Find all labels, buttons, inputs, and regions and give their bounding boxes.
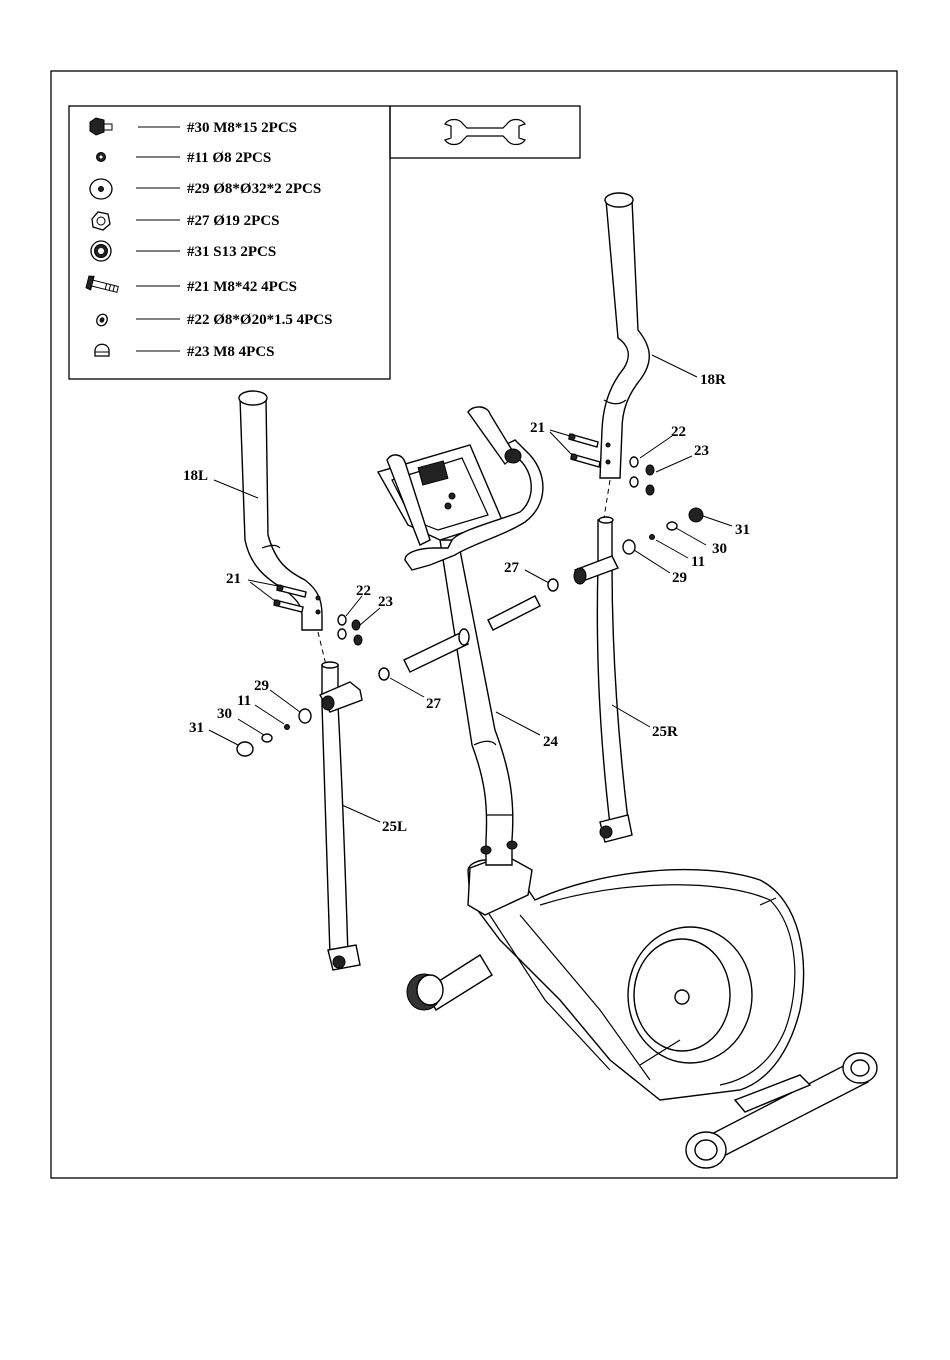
label-27-left: 27 [426,696,442,712]
label-21-right: 21 [530,420,545,436]
long-bolt-icon [86,275,119,296]
hardware-row-21: #21 M8*42 4PCS [86,275,297,296]
label-18R: 18R [700,372,726,388]
label-11-right: 11 [691,554,705,570]
label-22-left: 22 [356,583,371,599]
hardware-row-30: #30 M8*15 2PCS [90,118,297,136]
acorn-nut-icon [95,344,109,356]
right-hardware-cluster [548,434,703,591]
part-25R-lower-arm [574,517,632,842]
label-31-right: 31 [735,522,750,538]
label-27-right: 27 [504,560,520,576]
hardware-text-27: #27 Ø19 2PCS [187,213,280,229]
hardware-row-29: #29 Ø8*Ø32*2 2PCS [90,179,321,199]
hardware-text-22: #22 Ø8*Ø20*1.5 4PCS [187,312,332,328]
label-22-right: 22 [671,424,686,440]
hardware-row-22: #22 Ø8*Ø20*1.5 4PCS [95,312,333,328]
hex-bolt-icon [90,118,112,135]
hardware-text-23: #23 M8 4PCS [187,344,275,360]
small-washer-icon [97,153,106,162]
label-25L: 25L [382,819,407,835]
label-30-left: 30 [217,706,232,722]
hardware-row-23: #23 M8 4PCS [95,344,275,360]
main-frame [407,855,877,1168]
label-21-left: 21 [226,571,241,587]
label-23-left: 23 [378,594,393,610]
label-25R: 25R [652,724,678,740]
label-30-right: 30 [712,541,727,557]
part-18L-upper-arm [239,391,326,665]
hardware-text-21: #21 M8*42 4PCS [187,279,297,295]
large-washer-icon [90,179,112,199]
ring-icon [92,212,110,230]
hardware-text-31: #31 S13 2PCS [187,244,276,260]
hardware-text-30: #30 M8*15 2PCS [187,120,297,136]
label-11-left: 11 [237,693,251,709]
hardware-row-27: #27 Ø19 2PCS [92,212,280,230]
label-23-right: 23 [694,443,709,459]
label-31-left: 31 [189,720,204,736]
label-24: 24 [543,734,559,750]
label-18L: 18L [183,468,208,484]
hardware-list-box [69,106,390,379]
hardware-row-11: #11 Ø8 2PCS [97,150,272,166]
wrench-icon [445,120,525,145]
hardware-text-29: #29 Ø8*Ø32*2 2PCS [187,181,321,197]
cap-nut-icon [91,241,111,261]
hardware-row-31: #31 S13 2PCS [91,241,276,261]
label-29-left: 29 [254,678,269,694]
hardware-text-11: #11 Ø8 2PCS [187,150,271,166]
label-29-right: 29 [672,570,687,586]
part-18R-upper-arm [600,193,649,518]
flat-washer-icon [95,312,110,327]
tool-box [390,106,580,158]
part-25L-lower-arm [320,662,362,970]
